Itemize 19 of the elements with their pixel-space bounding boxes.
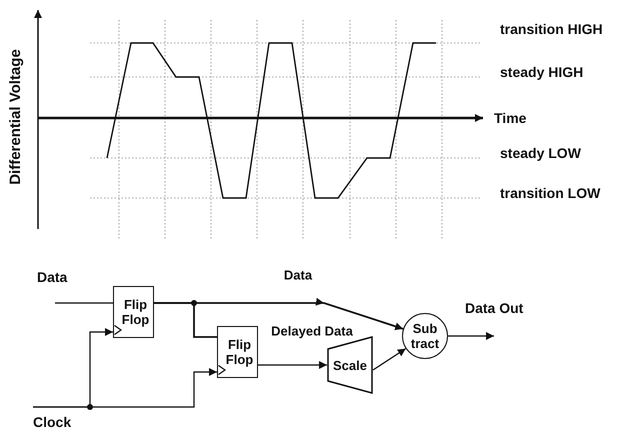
flip-flop-block [113, 286, 154, 338]
level-label: transition LOW [500, 185, 600, 201]
signal-name: Data Out [465, 300, 524, 316]
block-label: Flip Flop [224, 337, 254, 367]
signal-name: Clock [33, 414, 72, 430]
level-label: steady HIGH [500, 64, 584, 80]
axis-title: Differential Voltage [8, 49, 24, 185]
block-label: Sub tract [410, 321, 440, 351]
level-label: steady LOW [500, 145, 581, 161]
level-label: transition HIGH [500, 21, 603, 37]
scale-block [327, 336, 373, 394]
signal-name: Data [37, 269, 68, 285]
block-label: Scale [333, 358, 367, 372]
subtractor-circle [402, 313, 448, 359]
block-label: Flip Flop [120, 297, 150, 327]
edge-label: Data [284, 268, 312, 282]
axis-title: Time [494, 110, 526, 126]
flip-flop-block [217, 326, 258, 378]
edge-label: Delayed Data [271, 324, 353, 338]
